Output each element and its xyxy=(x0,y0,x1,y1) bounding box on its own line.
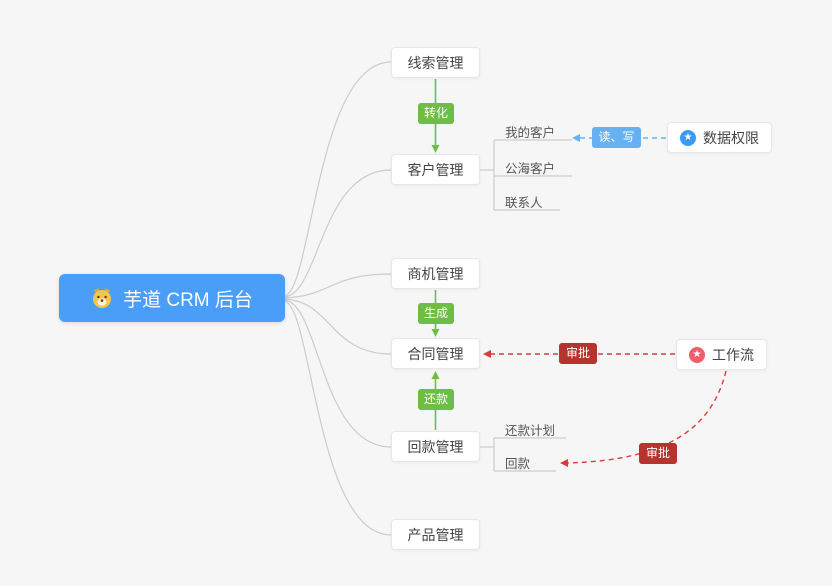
arrowhead-generate xyxy=(431,329,440,337)
root-node-crm-backend: 芋道 CRM 后台 xyxy=(59,274,285,322)
node-product-management-label: 产品管理 xyxy=(407,526,464,543)
node-data-permission: ★ 数据权限 xyxy=(667,122,772,153)
node-contract-management: 合同管理 xyxy=(391,338,480,369)
arrowhead-read-write xyxy=(572,134,580,142)
wire-root-to-lead xyxy=(283,61,392,297)
wire-root-to-customer xyxy=(283,169,392,298)
node-opportunity-management-label: 商机管理 xyxy=(407,265,464,282)
node-lead-management-label: 线索管理 xyxy=(407,54,464,71)
node-lead-management: 线索管理 xyxy=(391,47,480,78)
arrowhead-convert xyxy=(431,145,440,153)
sub-item-contacts: 联系人 xyxy=(505,196,543,210)
root-label: 芋道 CRM 后台 xyxy=(123,289,253,311)
node-opportunity-management: 商机管理 xyxy=(391,258,480,289)
sub-item-public-customers: 公海客户 xyxy=(505,162,556,176)
badge-generate: 生成 xyxy=(418,303,454,324)
badge-approve-receivable: 审批 xyxy=(639,443,677,464)
sub-item-payment: 回款 xyxy=(505,457,531,471)
node-receivable-management-label: 回款管理 xyxy=(407,438,464,455)
node-workflow-label: 工作流 xyxy=(712,346,754,363)
dog-emoji-icon xyxy=(91,287,113,309)
badge-read-write: 读、写 xyxy=(592,127,641,148)
data-permission-star-icon: ★ xyxy=(680,129,696,146)
sub-item-repayment-plan: 还款计划 xyxy=(505,424,556,438)
arrow-line-approve-receivable xyxy=(567,370,727,464)
wire-root-to-receivable xyxy=(283,299,392,448)
arrowhead-approve-contract xyxy=(483,350,491,358)
arrowhead-repay xyxy=(431,371,440,379)
arrowhead-approve-receivable xyxy=(560,459,568,467)
sub-item-my-customers: 我的客户 xyxy=(505,126,556,140)
badge-convert: 转化 xyxy=(418,103,454,124)
node-data-permission-label: 数据权限 xyxy=(703,129,759,146)
badge-repay: 还款 xyxy=(418,389,454,410)
node-contract-management-label: 合同管理 xyxy=(407,345,464,362)
workflow-star-icon: ★ xyxy=(689,346,705,363)
node-customer-management: 客户管理 xyxy=(391,154,480,185)
node-product-management: 产品管理 xyxy=(391,519,480,550)
node-receivable-management: 回款管理 xyxy=(391,431,480,462)
wire-root-to-contract xyxy=(283,298,392,355)
node-workflow: ★ 工作流 xyxy=(676,339,767,370)
node-customer-management-label: 客户管理 xyxy=(407,161,464,178)
wire-root-to-product xyxy=(283,300,392,536)
badge-approve-contract: 审批 xyxy=(559,343,597,364)
wire-root-to-opportunity xyxy=(283,273,392,299)
